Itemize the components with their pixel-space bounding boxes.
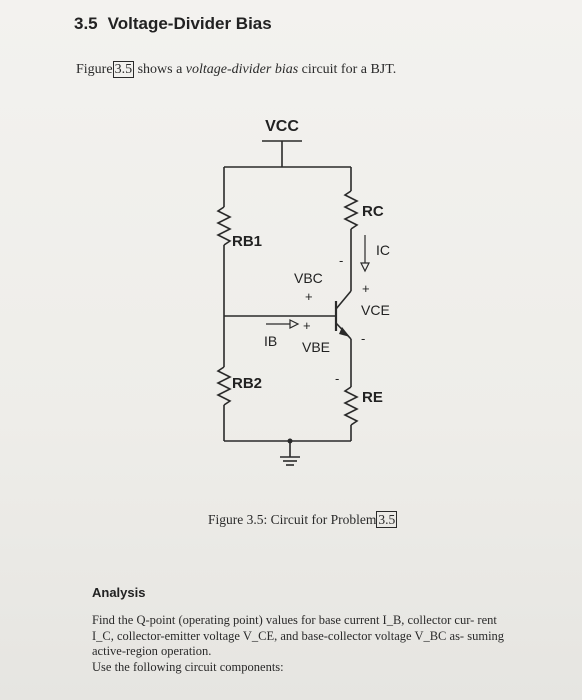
analysis-line-1: Find the Q-point (operating point) value…	[92, 613, 475, 627]
rb2-label: RB2	[232, 375, 262, 392]
section-title: Voltage-Divider Bias	[107, 14, 272, 33]
vbc-minus: -	[339, 253, 343, 268]
rc-resistor	[343, 190, 359, 230]
collector-lead	[335, 290, 352, 310]
ib-label: IB	[264, 333, 277, 349]
vbe-plus: +	[303, 318, 311, 333]
vbc-plus: +	[305, 289, 313, 304]
circuit-diagram: VCC RB1 RB2 RC RE IC IB VBC VBE VCE + - …	[216, 118, 390, 466]
re-resistor	[343, 386, 359, 426]
ic-label: IC	[376, 242, 390, 258]
ib-arrow-head	[289, 319, 300, 329]
analysis-line-3: suming active-region operation.	[92, 628, 505, 659]
intro-middle: shows a	[134, 62, 186, 77]
analysis-paragraph: Find the Q-point (operating point) value…	[92, 613, 520, 660]
problem-reference-link[interactable]: 3.5	[376, 511, 398, 528]
emitter-arrow-head	[339, 327, 350, 337]
analysis-heading: Analysis	[92, 585, 146, 600]
rb2-resistor	[216, 366, 232, 406]
rb1-resistor	[216, 206, 232, 246]
vce-plus: +	[362, 281, 370, 296]
rc-label: RC	[362, 203, 384, 220]
section-number: 3.5	[74, 14, 98, 33]
analysis-body: Find the Q-point (operating point) value…	[92, 613, 520, 675]
ic-arrow-head	[360, 262, 370, 273]
caption-text: Figure 3.5: Circuit for Problem	[208, 512, 377, 527]
intro-emphasis: voltage-divider bias	[185, 62, 299, 77]
section-heading: 3.5 Voltage-Divider Bias	[74, 14, 272, 34]
components-intro: Use the following circuit components:	[92, 659, 284, 674]
ground-node	[287, 438, 293, 444]
intro-suffix: circuit for a BJT.	[298, 62, 397, 77]
analysis-line-2: rent I_C, collector-emitter voltage V_CE…	[92, 613, 497, 643]
re-label: RE	[362, 389, 383, 406]
vce-minus: -	[361, 331, 365, 346]
vce-label: VCE	[361, 302, 390, 318]
rb1-label: RB1	[232, 233, 262, 250]
vbe-minus: -	[335, 371, 339, 386]
vbc-label: VBC	[294, 270, 323, 286]
figure-reference-link[interactable]: 3.5	[112, 61, 135, 78]
vbe-label: VBE	[302, 339, 330, 355]
intro-prefix: Figure	[76, 62, 113, 77]
vcc-label: VCC	[265, 118, 299, 135]
